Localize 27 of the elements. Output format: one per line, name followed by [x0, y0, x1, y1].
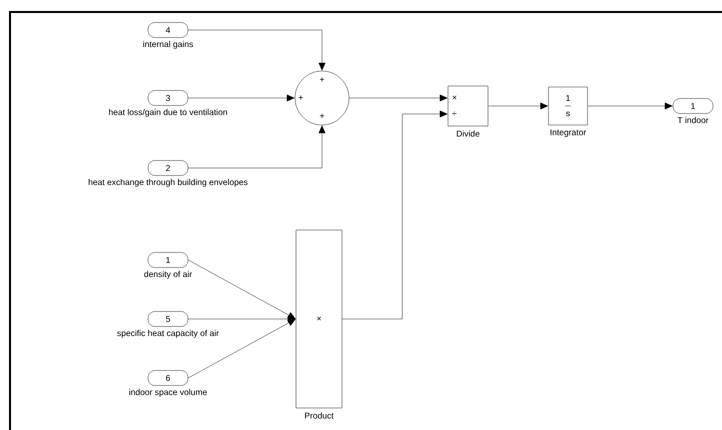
- signal-arrow: [188, 30, 326, 70]
- block-label: heat exchange through building envelopes: [88, 178, 248, 187]
- signal-arrow: [488, 102, 548, 110]
- signal-arrow: [188, 94, 294, 102]
- sign-label: +: [298, 96, 303, 100]
- block-label: heat loss/gain due to ventilation: [109, 108, 227, 117]
- block-label: T indoor: [678, 116, 708, 124]
- signal-arrow: [349, 94, 448, 102]
- signal-arrow: [188, 316, 296, 322]
- sign-label: +: [320, 114, 324, 118]
- divide-block: × ÷: [448, 86, 488, 126]
- block-label: Integrator: [550, 129, 586, 137]
- product-block: ×: [296, 230, 342, 408]
- block-label: Product: [305, 412, 334, 419]
- block-label: indoor space volume: [129, 388, 207, 397]
- sign-label: +: [320, 77, 324, 82]
- signal-arrow: [188, 260, 296, 319]
- signal-arrow: [588, 102, 672, 110]
- sum-circle: [294, 70, 350, 126]
- block-label: specific heat capacity of air: [117, 330, 219, 338]
- signal-arrow: [188, 319, 296, 378]
- integrator-block: 1 s: [548, 86, 588, 126]
- signal-arrow: [342, 110, 448, 320]
- block-label: internal gains: [143, 40, 193, 49]
- block-label: density of air: [144, 270, 192, 279]
- block-label: Divide: [456, 130, 480, 137]
- signal-arrow: [188, 126, 326, 168]
